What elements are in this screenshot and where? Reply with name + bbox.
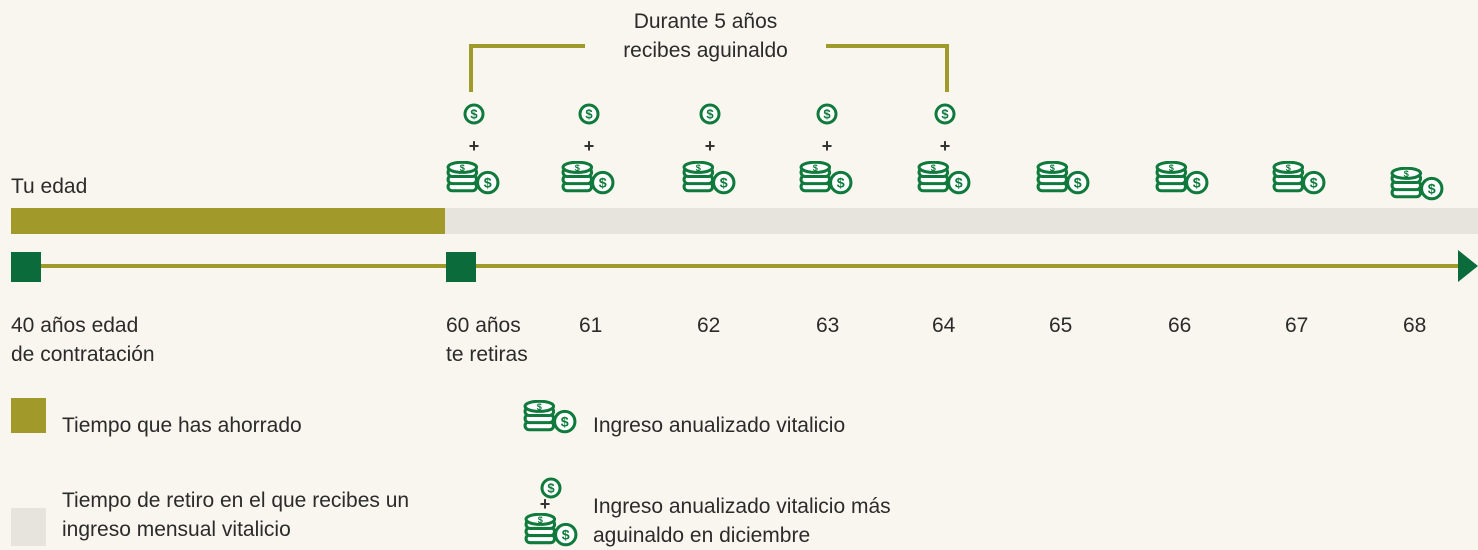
coin-stack-icon [1389, 167, 1446, 202]
coin-stack-icon [523, 513, 580, 548]
timeline-arrowhead [1458, 250, 1478, 282]
tick-label-line1: 65 [1049, 314, 1073, 337]
legend-income-bonus-label: Ingreso anualizado vitalicio más aguinal… [593, 492, 891, 550]
axis-title: Tu edad [11, 175, 88, 198]
legend-retired-swatch [11, 508, 46, 546]
coin-stack-icon [560, 161, 617, 196]
dollar-coin-icon [699, 103, 721, 125]
legend-saved-label: Tiempo que has ahorrado [62, 414, 302, 437]
legend-income-bonus-line2: aguinaldo en diciembre [593, 524, 811, 547]
tick-label-line2: te retiras [446, 343, 528, 366]
plus-sign: + [704, 136, 716, 156]
tick-label: 68 [1403, 311, 1426, 340]
tick-label-line2: de contratación [11, 343, 155, 366]
retirement-time-bar [445, 208, 1478, 234]
tick-label-line1: 64 [932, 314, 956, 337]
bracket-label-line2: recibes aguinaldo [623, 39, 788, 62]
bracket-right-horizontal [826, 44, 949, 48]
plus-sign: + [468, 136, 480, 156]
legend-retired-label-line1: Tiempo de retiro en el que recibes un [62, 489, 410, 512]
tick-label: 63 [816, 311, 839, 340]
tick-label: 40 años edad de contratación [11, 311, 155, 369]
coin-stack-icon [798, 161, 855, 196]
coin-stack-icon [1271, 161, 1328, 196]
tick-label: 67 [1285, 311, 1308, 340]
tick-label-line1: 68 [1403, 314, 1427, 337]
tick-label-line1: 63 [816, 314, 840, 337]
dollar-coin-icon [578, 103, 600, 125]
tick-label: 64 [932, 311, 955, 340]
tick-label: 66 [1168, 311, 1191, 340]
dollar-coin-icon [463, 103, 485, 125]
tick-label: 62 [697, 311, 720, 340]
tick-label-line1: 60 años [446, 314, 521, 337]
tick-label: 61 [579, 311, 602, 340]
plus-sign: + [539, 494, 551, 514]
legend-income-bonus-line1: Ingreso anualizado vitalicio más [593, 495, 891, 518]
legend-retired-label-line2: ingreso mensual vitalicio [62, 518, 291, 541]
tick-label-line1: 40 años edad [11, 314, 139, 337]
legend-retired-label: Tiempo de retiro en el que recibes un in… [62, 486, 409, 544]
plus-sign: + [821, 136, 833, 156]
bracket-label: Durante 5 años recibes aguinaldo [585, 7, 826, 65]
bracket-label-line1: Durante 5 años [633, 10, 778, 33]
coin-stack-icon [1035, 161, 1092, 196]
coin-stack-icon [1154, 161, 1211, 196]
coin-stack-icon [681, 161, 738, 196]
start-marker [11, 252, 41, 282]
dollar-coin-icon [934, 103, 956, 125]
tick-label-line1: 62 [697, 314, 721, 337]
bracket-left-vertical [469, 44, 473, 92]
tick-label: 60 años te retiras [446, 311, 528, 369]
tick-label-line1: 61 [579, 314, 603, 337]
timeline-line [25, 264, 1460, 268]
coin-stack-icon [916, 161, 973, 196]
bracket-left-horizontal [469, 44, 585, 48]
plus-sign: + [939, 136, 951, 156]
coin-stack-icon [522, 400, 579, 435]
coin-stack-icon [445, 161, 502, 196]
plus-sign: + [583, 136, 595, 156]
tick-label-line1: 67 [1285, 314, 1309, 337]
saved-time-bar [11, 208, 445, 234]
retirement-marker [446, 252, 476, 282]
legend-saved-swatch [11, 398, 46, 433]
dollar-coin-icon [816, 103, 838, 125]
legend-income-label: Ingreso anualizado vitalicio [593, 414, 846, 437]
tick-label-line1: 66 [1168, 314, 1192, 337]
tick-label: 65 [1049, 311, 1072, 340]
bracket-right-vertical [945, 44, 949, 92]
